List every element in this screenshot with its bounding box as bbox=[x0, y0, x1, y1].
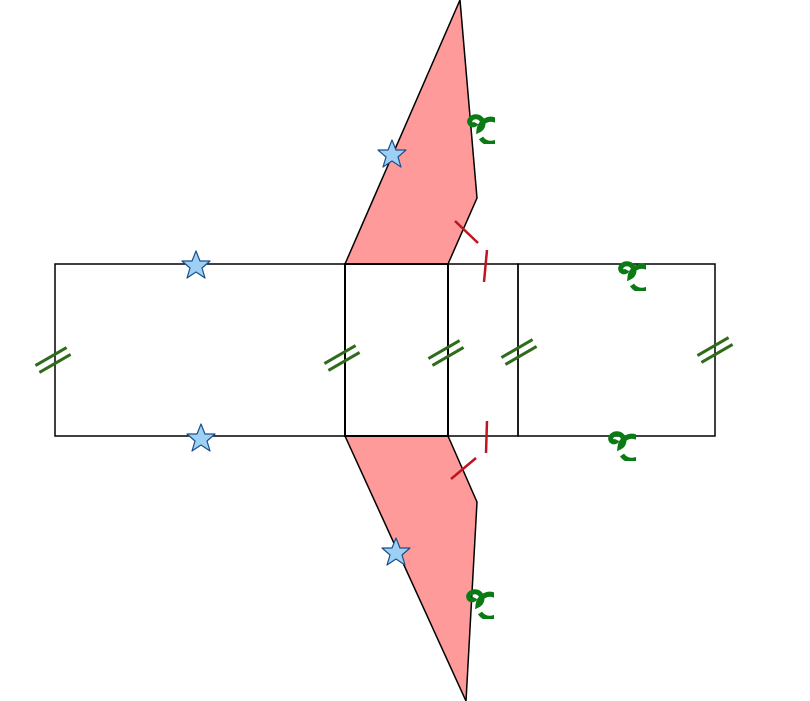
single-tick-mark bbox=[484, 420, 489, 454]
spiral-icon bbox=[611, 434, 644, 461]
spiral-icon bbox=[470, 117, 503, 144]
double-tick-mark bbox=[34, 346, 72, 374]
single-tick-mark bbox=[450, 457, 477, 480]
double-tick-mark bbox=[500, 338, 538, 366]
bottom-triangle-face bbox=[343, 435, 478, 701]
single-tick-mark bbox=[482, 249, 489, 283]
double-tick-mark bbox=[427, 339, 465, 367]
single-tick-mark bbox=[454, 220, 479, 244]
spiral-icon bbox=[469, 592, 502, 619]
center-square-face bbox=[344, 263, 449, 437]
spiral-icon bbox=[621, 264, 654, 291]
star-icon bbox=[181, 250, 211, 279]
double-tick-mark bbox=[323, 344, 361, 372]
double-tick-mark bbox=[696, 336, 734, 364]
right-rectangle-face bbox=[517, 263, 716, 437]
star-icon bbox=[186, 423, 216, 452]
left-rectangle-face bbox=[54, 263, 346, 437]
